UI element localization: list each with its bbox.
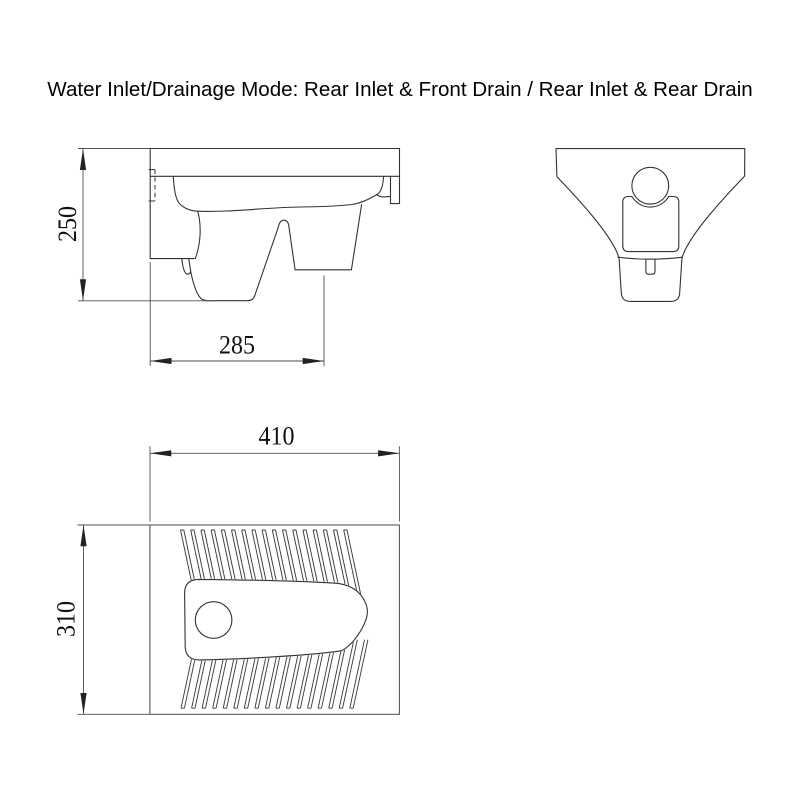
svg-text:410: 410: [259, 421, 295, 451]
svg-text:285: 285: [219, 330, 255, 360]
svg-text:250: 250: [52, 206, 82, 242]
svg-text:Water Inlet/Drainage Mode: Rea: Water Inlet/Drainage Mode: Rear Inlet & …: [47, 78, 752, 101]
svg-text:310: 310: [51, 601, 81, 637]
